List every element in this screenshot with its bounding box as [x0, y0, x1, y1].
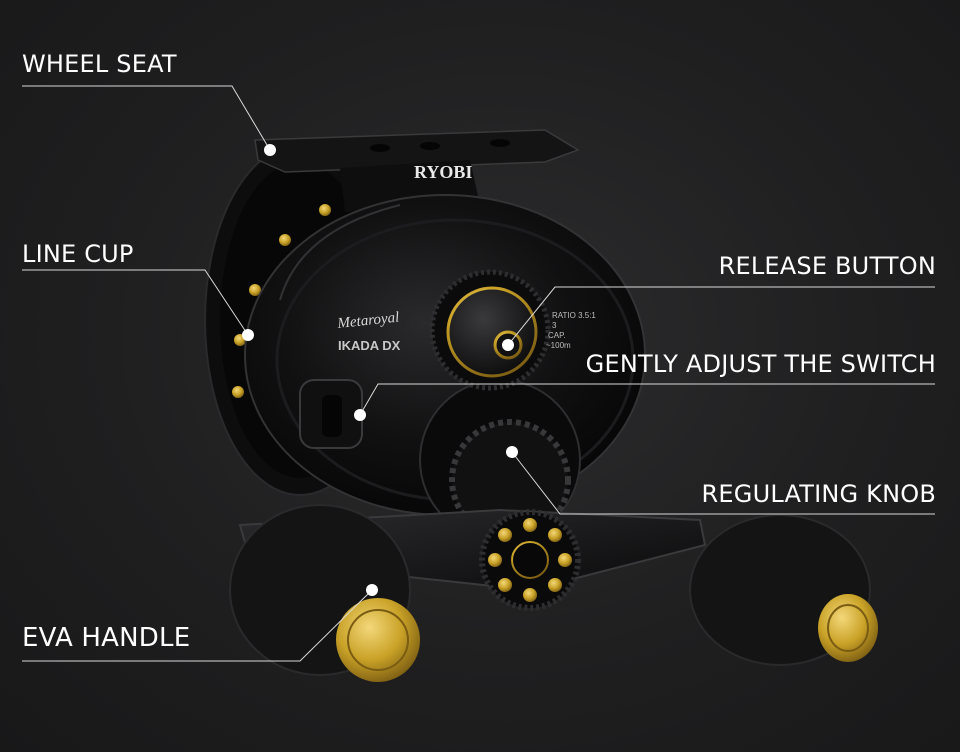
eva-handle-right [689, 514, 878, 666]
adjust-switch [299, 379, 363, 449]
leader-release-button [507, 286, 935, 346]
callout-gently-adjust-switch: GENTLY ADJUST THE SWITCH [585, 350, 936, 378]
reel-script-name: Metaroyal [336, 310, 400, 332]
reel-cap-length: ~100m [546, 341, 571, 350]
callout-wheel-seat: WHEEL SEAT [22, 50, 177, 78]
eva-handle-left [229, 504, 420, 682]
callout-regulating-knob: REGULATING KNOB [701, 480, 936, 508]
leader-eva-handle [22, 589, 373, 662]
reel-ratio: RATIO 3.5:1 [552, 311, 596, 320]
reel-cap-number: 3 [552, 321, 557, 330]
star-drag [419, 379, 581, 541]
leader-line-cup [22, 269, 249, 336]
leader-wheel-seat [22, 85, 271, 151]
leader-regulating-knob [511, 451, 935, 515]
callout-line-cup: LINE CUP [22, 240, 134, 268]
callout-release-button: RELEASE BUTTON [718, 252, 936, 280]
reel-brand: RYOBI [414, 162, 472, 182]
callout-dots [242, 144, 518, 596]
reel-model: IKADA DX [338, 338, 401, 353]
leader-lines [22, 85, 935, 662]
reel-cap-label: CAP. [548, 331, 566, 340]
leader-adjust-switch [359, 383, 935, 416]
release-button-knob [429, 269, 551, 391]
callout-eva-handle: EVA HANDLE [22, 623, 191, 653]
